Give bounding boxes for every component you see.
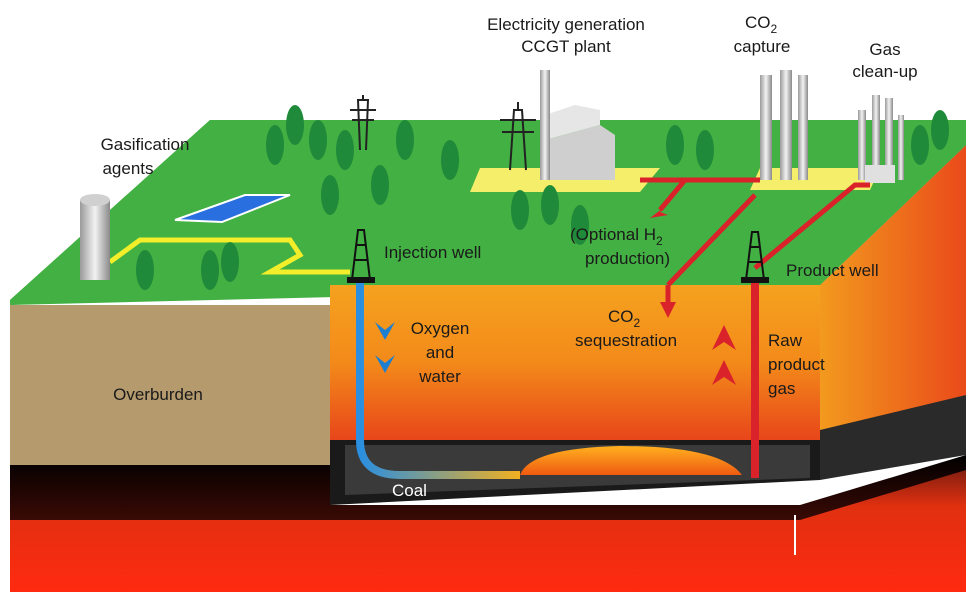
deep-hot-layer bbox=[10, 460, 966, 592]
oxygen-flow-chevrons bbox=[375, 322, 395, 373]
power-pylon-right bbox=[500, 102, 536, 171]
power-pylon-left bbox=[350, 95, 376, 151]
water-label: water bbox=[418, 367, 461, 386]
raw-label: Raw bbox=[768, 331, 803, 350]
ccgt-stack bbox=[540, 70, 550, 180]
tree bbox=[911, 125, 929, 165]
gasification-label: Gasification bbox=[101, 135, 190, 154]
product-gas-lines bbox=[640, 177, 870, 287]
cleanup-tower bbox=[898, 115, 904, 180]
ccgt-label: CCGT plant bbox=[521, 37, 611, 56]
tree bbox=[371, 165, 389, 205]
tree bbox=[696, 130, 714, 170]
tree bbox=[666, 125, 684, 165]
product-derrick-icon bbox=[741, 231, 769, 283]
product-well-label: Product well bbox=[786, 261, 879, 280]
tree bbox=[321, 175, 339, 215]
tree bbox=[221, 242, 239, 282]
raw-gas-up-chevrons bbox=[712, 325, 736, 385]
tree bbox=[201, 250, 219, 290]
cleanup-tower bbox=[872, 95, 880, 180]
water-pond bbox=[174, 194, 291, 224]
tree bbox=[309, 120, 327, 160]
optional-h2-label: (Optional H2 bbox=[570, 225, 663, 248]
tree bbox=[441, 140, 459, 180]
gasification-tank bbox=[80, 200, 110, 280]
front-orange-face bbox=[330, 285, 820, 440]
tree bbox=[396, 120, 414, 160]
tree bbox=[571, 205, 589, 245]
gas-product-label: gas bbox=[768, 379, 795, 398]
co2-capture-co: CO2 bbox=[745, 13, 778, 36]
grass-top bbox=[10, 120, 966, 305]
electricity-label: Electricity generation bbox=[487, 15, 645, 34]
tree bbox=[136, 250, 154, 290]
tree bbox=[286, 105, 304, 145]
co2-capture-label: capture bbox=[734, 37, 791, 56]
agents-label: agents bbox=[102, 159, 153, 178]
cleanup-tank bbox=[865, 165, 895, 183]
cleanup-tower bbox=[858, 110, 866, 180]
oxygen-label: Oxygen bbox=[411, 319, 470, 338]
capture-tower bbox=[798, 75, 808, 180]
sequestration-label: sequestration bbox=[575, 331, 677, 350]
tree bbox=[336, 130, 354, 170]
trees bbox=[136, 105, 949, 290]
co2-down-arrow bbox=[660, 302, 676, 318]
injection-pipe bbox=[356, 280, 520, 479]
ccgt-building bbox=[545, 125, 615, 180]
cleanup-label: clean-up bbox=[852, 62, 917, 81]
injection-derrick-icon bbox=[347, 229, 375, 283]
coal-label: Coal bbox=[392, 481, 427, 500]
right-side-face bbox=[820, 145, 966, 470]
cleanup-tower bbox=[885, 98, 893, 180]
tree bbox=[541, 185, 559, 225]
h2-production-label: production) bbox=[585, 249, 670, 268]
tree bbox=[511, 190, 529, 230]
tree bbox=[931, 110, 949, 150]
right-coal-band bbox=[820, 395, 966, 480]
gasification-tank-top bbox=[80, 194, 110, 206]
overburden-block bbox=[10, 305, 330, 465]
gas-label: Gas bbox=[869, 40, 900, 59]
capture-tower bbox=[760, 75, 772, 180]
product-label: product bbox=[768, 355, 825, 374]
capture-tower bbox=[780, 70, 792, 180]
ccgt-roof bbox=[545, 105, 600, 140]
black-strata bbox=[10, 455, 966, 520]
yellow-supply-line bbox=[108, 237, 350, 275]
and-label: and bbox=[426, 343, 454, 362]
gasification-cavity bbox=[520, 446, 742, 475]
h2-arrow bbox=[650, 205, 668, 218]
tree bbox=[266, 125, 284, 165]
co2-seq-co: CO2 bbox=[608, 307, 641, 330]
injection-well-label: Injection well bbox=[384, 243, 481, 262]
overburden-label: Overburden bbox=[113, 385, 203, 404]
